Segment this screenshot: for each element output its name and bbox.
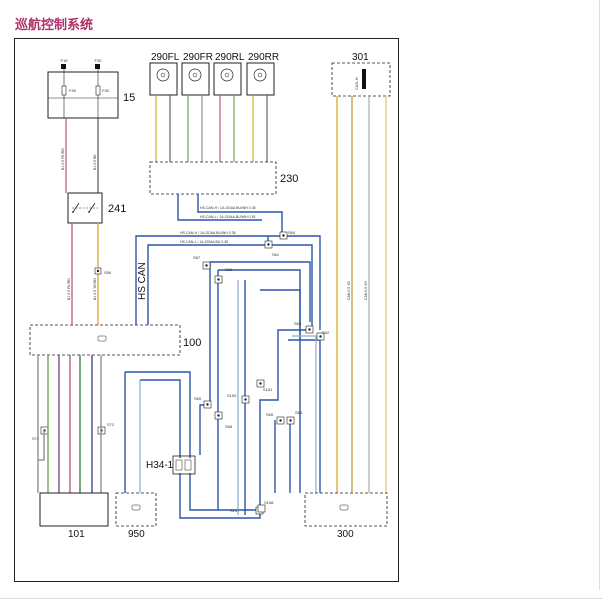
splice-S65: S65 [266, 412, 274, 417]
splice-S60: S60 [288, 230, 296, 235]
splices: S60 S61 S62 S63 S64 S65 S66 S67 S68 S69 … [32, 230, 330, 515]
diagram-frame [14, 38, 399, 582]
svg-text:B1 0.5 YE/GN: B1 0.5 YE/GN [93, 278, 97, 300]
connector-id: H34-1 [146, 460, 174, 471]
splice-S157: S157 [230, 508, 240, 513]
splice-S72: S72 [107, 422, 115, 427]
svg-text:CAN 0.5 YE: CAN 0.5 YE [347, 281, 351, 300]
wires-fuse-to-switch: B1 0.5 PK/RD B1 0.5 BK [61, 118, 99, 193]
module-300: 300 [304, 492, 388, 540]
svg-text:B1 0.5 PK/RD: B1 0.5 PK/RD [61, 148, 65, 170]
splice-S64: S64 [295, 410, 303, 415]
sensor-290RR: 290RR [246, 52, 279, 162]
splice-S61: S61 [272, 252, 280, 257]
svg-text:HS-CAN-H / 1A-ODAA BU/WH 0.35: HS-CAN-H / 1A-ODAA BU/WH 0.35 [180, 231, 236, 235]
fuse-pin-top-right [95, 64, 100, 69]
sensor-290FR: 290FR [181, 52, 213, 162]
splice-S69: S69 [194, 396, 202, 401]
page-title: 巡航控制系统 [15, 18, 94, 33]
cluster-inner-label: CAN-H [354, 77, 359, 90]
svg-text:HS-CAN-H / 1A-ODAA BU/WH 0.35: HS-CAN-H / 1A-ODAA BU/WH 0.35 [200, 206, 256, 210]
splice-S151: S151 [263, 387, 273, 392]
cluster-id: 301 [352, 52, 369, 63]
module-101: 101 [39, 492, 109, 540]
svg-text:HS-CAN-L / 1A-ODAA-BU/WH 0.35: HS-CAN-L / 1A-ODAA-BU/WH 0.35 [200, 215, 255, 219]
splice-S62: S62 [322, 330, 330, 335]
abs-id: 230 [280, 173, 298, 185]
fuse-label-right: F30 [102, 88, 110, 93]
fuse-left-element [61, 85, 67, 96]
ecm-id: 100 [183, 337, 201, 349]
abs-module-230: 230 [149, 161, 298, 195]
fuse-box-id: 15 [123, 92, 135, 104]
page-edge-bottom [0, 598, 603, 599]
fuse-box-15: F15 F30 F45 F30 15 [47, 58, 135, 119]
splice-S73: S73 [32, 436, 40, 441]
page-edge-right [599, 0, 600, 590]
fuse-label-top-right: F30 [95, 58, 103, 63]
cluster-301: 301 CAN-H CAN 0.5 YE CAN 0.5 GY [331, 52, 391, 493]
module-101-id: 101 [68, 529, 85, 540]
svg-text:HS-CAN-L / 1A-ODAA BU 0.35: HS-CAN-L / 1A-ODAA BU 0.35 [180, 240, 228, 244]
sensor-290FL: 290FL [149, 52, 180, 162]
fuse-pin-top-left [61, 64, 66, 69]
splice-S56: S56 [104, 270, 112, 275]
hs-can-label: HS CAN [137, 262, 148, 300]
svg-text:CAN 0.5 GY: CAN 0.5 GY [364, 280, 368, 300]
connector-H34-1: H34-1 [146, 455, 196, 475]
switch-id: 241 [108, 203, 126, 215]
wires-ecm-to-101 [37, 355, 102, 493]
splice-S66: S66 [225, 267, 233, 272]
module-950-id: 950 [128, 529, 145, 540]
fuse-right-element [95, 85, 101, 96]
module-950: 950 [115, 492, 157, 540]
can-bus-wiring-light [139, 280, 317, 515]
sensor-fr-id: 290FR [183, 52, 213, 63]
splice-S68: S68 [225, 424, 233, 429]
module-300-id: 300 [337, 529, 354, 540]
sensor-rl-id: 290RL [215, 52, 245, 63]
splice-S67: S67 [193, 255, 201, 260]
ecm-100: 100 [29, 324, 201, 356]
switch-241: 241 [67, 192, 126, 224]
wires-switch-to-ecm: B1 0.5 PK/RD B1 0.5 YE/GN S56 [67, 223, 112, 325]
fuse-label-top-left: F15 [61, 58, 69, 63]
sensor-fl-id: 290FL [151, 52, 180, 63]
splice-S158: S158 [264, 500, 274, 505]
fuse-label-left: F45 [69, 88, 77, 93]
splice-S150: S150 [227, 393, 237, 398]
sensor-rr-id: 290RR [248, 52, 279, 63]
svg-text:B1 0.5 BK: B1 0.5 BK [93, 154, 97, 170]
splice-S63: S63 [294, 321, 302, 326]
svg-text:B1 0.5 PK/RD: B1 0.5 PK/RD [67, 278, 71, 300]
sensor-290RL: 290RL [213, 52, 245, 162]
